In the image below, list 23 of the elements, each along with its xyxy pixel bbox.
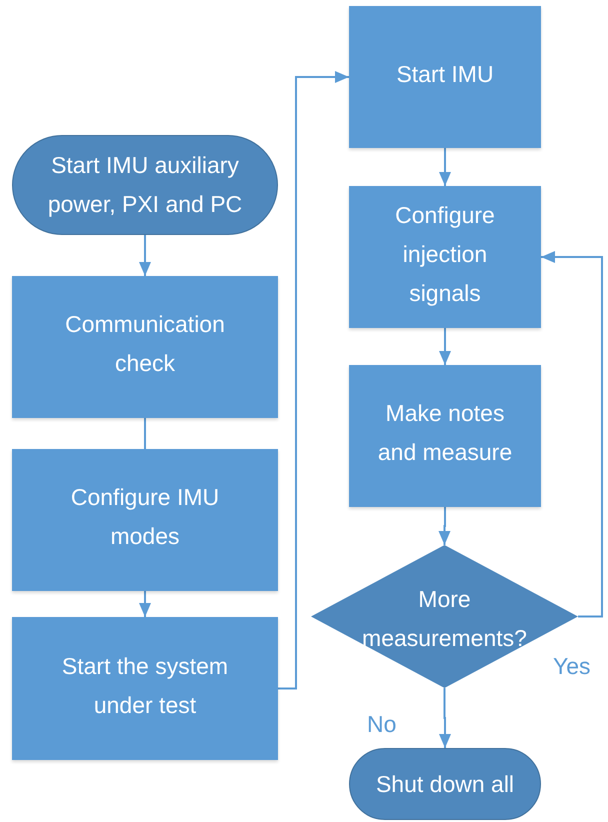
arrow — [439, 148, 451, 186]
node-label: Make notes and measure — [377, 399, 513, 467]
process-box — [12, 276, 278, 418]
arrow — [439, 328, 451, 365]
node-label: Start IMU — [396, 60, 494, 88]
arrow — [439, 688, 451, 748]
node-label: Configure injection signals — [394, 200, 496, 308]
process-box — [12, 449, 278, 591]
arrow — [541, 251, 603, 618]
process-box — [12, 617, 278, 760]
arrow — [278, 71, 349, 690]
node-label: Start the system under test — [60, 652, 230, 720]
arrow — [139, 591, 151, 617]
arrow — [139, 235, 151, 276]
process-box — [349, 6, 541, 148]
node-label: Start IMU auxiliary power, PXI and PC — [46, 151, 244, 219]
node-label: Shut down all — [376, 770, 514, 798]
process-box — [349, 186, 541, 328]
node-label: Communication check — [64, 310, 226, 378]
arrow — [438, 507, 450, 545]
process-box — [349, 365, 541, 507]
node-label: More measurements? — [361, 584, 528, 652]
node-label: Configure IMU modes — [70, 483, 220, 551]
